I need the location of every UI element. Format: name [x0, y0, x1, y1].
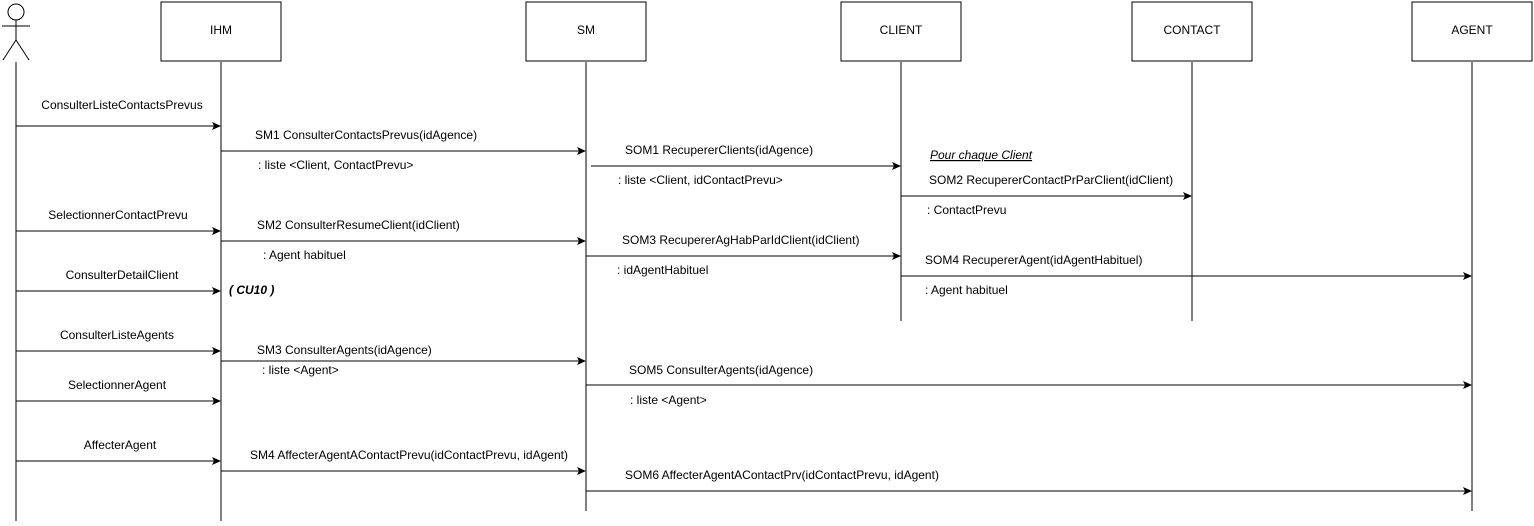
msg-som5: SOM5 ConsulterAgents(idAgence) [629, 363, 813, 377]
msg-affecter-agent: AffecterAgent [84, 438, 157, 452]
participant-agent: AGENT [1411, 1, 1533, 62]
msg-sm2: SM2 ConsulterResumeClient(idClient) [257, 218, 460, 232]
msg-som2: SOM2 RecupererContactPrParClient(idClien… [929, 173, 1173, 187]
msg-som3: SOM3 RecupererAgHabParIdClient(idClient) [622, 233, 859, 247]
arrow-consulter-detail-client [16, 287, 221, 295]
arrow-som6 [586, 487, 1472, 495]
msg-consulter-liste-agents: ConsulterListeAgents [60, 328, 174, 342]
msg-return-id-agent-habituel: : idAgentHabituel [617, 263, 708, 277]
arrow-consulter-liste-contacts [16, 122, 221, 130]
msg-selectionner-agent: SelectionnerAgent [68, 378, 167, 392]
msg-som6: SOM6 AffecterAgentAContactPrv(idContactP… [625, 468, 939, 482]
msg-consulter-detail-client: ConsulterDetailClient [66, 268, 179, 282]
participant-client: CLIENT [840, 1, 962, 62]
arrow-selectionner-contact [16, 227, 221, 235]
msg-return-liste-agent-ihm: : liste <Agent> [262, 363, 339, 377]
arrow-som5 [586, 381, 1472, 389]
msg-return-liste-agent-sm: : liste <Agent> [630, 393, 707, 407]
arrow-sm2 [221, 237, 586, 245]
ref-cu10: ( CU10 ) [229, 283, 274, 297]
msg-sm1: SM1 ConsulterContactsPrevus(idAgence) [255, 128, 477, 142]
participant-sm-label: SM [577, 23, 595, 37]
arrow-som4 [901, 272, 1472, 280]
msg-sm4: SM4 AffecterAgentAContactPrevu(idContact… [250, 448, 568, 462]
note-pour-chaque-client: Pour chaque Client [930, 148, 1033, 162]
participant-ihm: IHM [160, 1, 282, 62]
msg-som4: SOM4 RecupererAgent(idAgentHabituel) [925, 253, 1142, 267]
participant-contact: CONTACT [1131, 1, 1253, 62]
arrow-affecter-agent [16, 457, 221, 465]
arrow-som3 [586, 252, 901, 260]
msg-return-contact-prevu: : ContactPrevu [927, 203, 1006, 217]
arrow-sm1 [221, 147, 586, 155]
msg-return-liste-client-idcontact: : liste <Client, idContactPrevu> [618, 173, 783, 187]
actor-icon [2, 3, 30, 61]
msg-som1: SOM1 RecupererClients(idAgence) [625, 143, 813, 157]
msg-selectionner-contact-prevu: SelectionnerContactPrevu [48, 208, 187, 222]
participant-client-label: CLIENT [880, 23, 923, 37]
participant-ihm-label: IHM [210, 23, 232, 37]
arrow-som1 [591, 162, 901, 170]
participant-sm: SM [525, 1, 647, 62]
arrow-sm4 [221, 467, 586, 475]
arrow-consulter-liste-agents [16, 347, 221, 355]
msg-return-liste-client-contact: : liste <Client, ContactPrevu> [258, 158, 413, 172]
participant-contact-label: CONTACT [1163, 23, 1221, 37]
msg-sm3: SM3 ConsulterAgents(idAgence) [257, 343, 432, 357]
msg-return-agent-habituel-client: : Agent habituel [925, 283, 1008, 297]
arrow-som2 [901, 192, 1192, 200]
msg-consulter-liste-contacts-prevus: ConsulterListeContactsPrevus [41, 98, 202, 112]
arrow-selectionner-agent [16, 397, 221, 405]
msg-return-agent-habituel-ihm: : Agent habituel [263, 248, 346, 262]
participant-agent-label: AGENT [1451, 23, 1493, 37]
arrow-sm3 [221, 357, 586, 365]
